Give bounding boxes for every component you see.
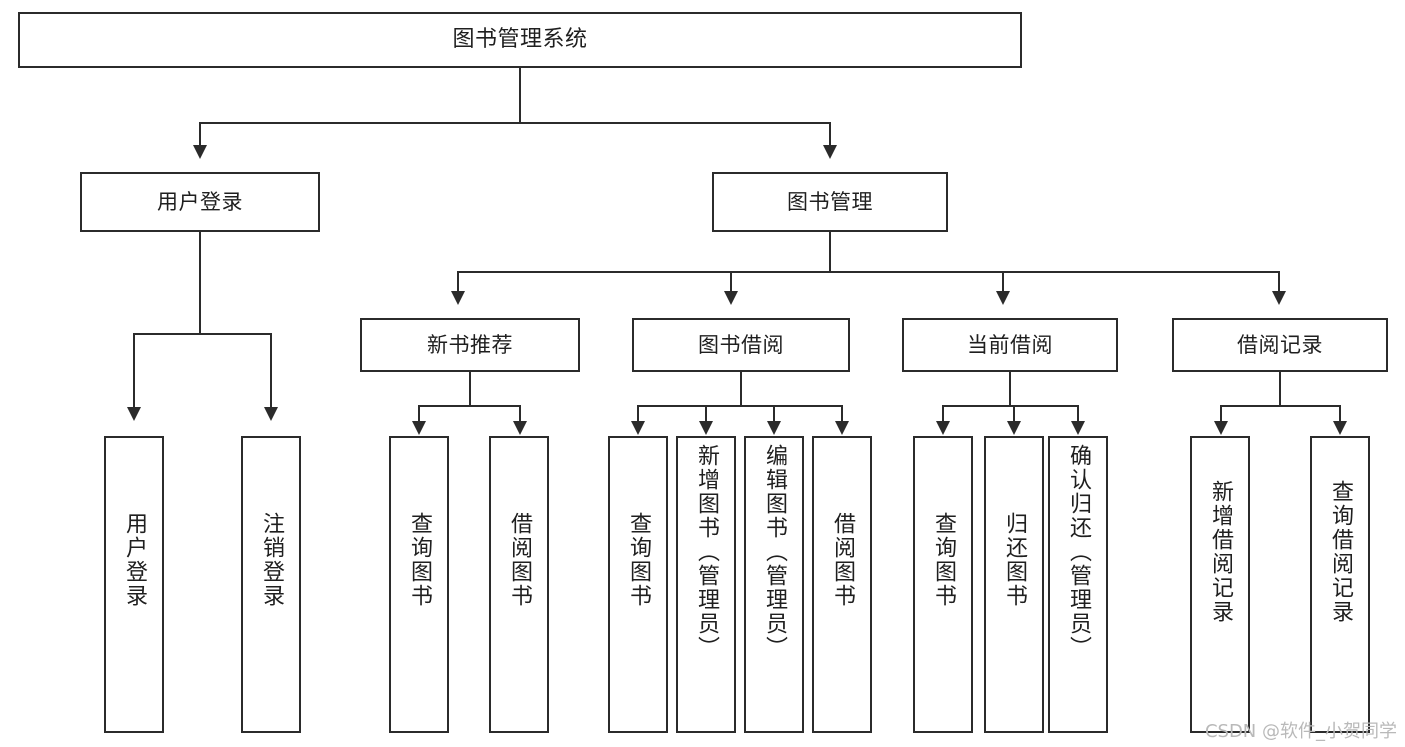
connector-book-borrow-leaf-2 <box>705 405 707 423</box>
connector-current-borrow-stem <box>1009 372 1011 406</box>
node-label: 注销登录 <box>259 512 284 608</box>
node-label: 新增图书（管理员） <box>694 444 719 660</box>
arrowhead-to-current-borrow <box>996 291 1010 305</box>
node-label: 归还图书 <box>1002 512 1027 608</box>
leaf-current-borrow-query-book[interactable]: 查询图书 <box>913 436 973 733</box>
connector-current-borrow-leaf-2 <box>1013 405 1015 423</box>
arrowhead-user-login-leaf-2 <box>264 407 278 421</box>
node-root-book-management-system[interactable]: 图书管理系统 <box>18 12 1022 68</box>
node-label: 用户登录 <box>122 512 147 608</box>
connector-current-borrow-split-bar <box>942 405 1079 407</box>
connector-new-book-recommend-stem <box>469 372 471 406</box>
arrowhead-current-borrow-leaf-1 <box>936 421 950 435</box>
leaf-borrow-record-query-record[interactable]: 查询借阅记录 <box>1310 436 1370 733</box>
arrowhead-to-new-book-recommend <box>451 291 465 305</box>
node-label: 查询图书 <box>626 512 651 608</box>
watermark-text: CSDN @软件_小贺同学 <box>1204 721 1397 742</box>
node-label: 确认归还（管理员） <box>1066 444 1091 660</box>
node-book-borrow[interactable]: 图书借阅 <box>632 318 850 372</box>
connector-user-login-stem <box>199 232 201 334</box>
connector-to-user-login <box>199 122 201 147</box>
leaf-book-borrow-borrow-book[interactable]: 借阅图书 <box>812 436 872 733</box>
node-label: 新增借阅记录 <box>1208 480 1233 624</box>
node-label: 图书借阅 <box>698 332 784 357</box>
leaf-book-borrow-add-book-admin[interactable]: 新增图书（管理员） <box>676 436 736 733</box>
connector-borrow-record-leaf-1 <box>1220 405 1222 423</box>
node-label: 编辑图书（管理员） <box>762 444 787 660</box>
connector-borrow-record-stem <box>1279 372 1281 406</box>
arrowhead-book-borrow-leaf-3 <box>767 421 781 435</box>
leaf-user-login-login[interactable]: 用户登录 <box>104 436 164 733</box>
connector-new-book-recommend-split-bar <box>418 405 521 407</box>
node-book-management[interactable]: 图书管理 <box>712 172 948 232</box>
connector-new-book-recommend-leaf-2 <box>519 405 521 423</box>
leaf-book-borrow-edit-book-admin[interactable]: 编辑图书（管理员） <box>744 436 804 733</box>
connector-book-borrow-leaf-4 <box>841 405 843 423</box>
node-label: 查询图书 <box>407 512 432 608</box>
leaf-book-borrow-query-book[interactable]: 查询图书 <box>608 436 668 733</box>
connector-to-current-borrow <box>1002 271 1004 293</box>
node-current-borrow[interactable]: 当前借阅 <box>902 318 1118 372</box>
connector-user-login-leaf-1 <box>133 333 135 409</box>
connector-book-borrow-leaf-1 <box>637 405 639 423</box>
arrowhead-current-borrow-leaf-2 <box>1007 421 1021 435</box>
node-label: 借阅图书 <box>830 512 855 608</box>
connector-book-borrow-split-bar <box>637 405 843 407</box>
leaf-borrow-record-add-record[interactable]: 新增借阅记录 <box>1190 436 1250 733</box>
arrowhead-borrow-record-leaf-1 <box>1214 421 1228 435</box>
arrowhead-to-borrow-record <box>1272 291 1286 305</box>
connector-current-borrow-leaf-1 <box>942 405 944 423</box>
arrowhead-book-borrow-leaf-2 <box>699 421 713 435</box>
arrowhead-user-login-leaf-1 <box>127 407 141 421</box>
arrowhead-current-borrow-leaf-3 <box>1071 421 1085 435</box>
leaf-new-book-recommend-borrow-book[interactable]: 借阅图书 <box>489 436 549 733</box>
connector-to-book-management <box>829 122 831 147</box>
arrowhead-borrow-record-leaf-2 <box>1333 421 1347 435</box>
node-user-login[interactable]: 用户登录 <box>80 172 320 232</box>
node-label: 查询图书 <box>931 512 956 608</box>
arrowhead-to-user-login <box>193 145 207 159</box>
arrowhead-to-book-management <box>823 145 837 159</box>
leaf-new-book-recommend-query-book[interactable]: 查询图书 <box>389 436 449 733</box>
connector-book-borrow-stem <box>740 372 742 406</box>
node-label: 查询借阅记录 <box>1328 480 1353 624</box>
arrowhead-to-book-borrow <box>724 291 738 305</box>
node-label: 新书推荐 <box>427 332 513 357</box>
connector-book-management-stem <box>829 232 831 272</box>
leaf-user-login-logout[interactable]: 注销登录 <box>241 436 301 733</box>
connector-borrow-record-leaf-2 <box>1339 405 1341 423</box>
node-label: 用户登录 <box>157 189 243 214</box>
connector-current-borrow-leaf-3 <box>1077 405 1079 423</box>
connector-root-split-bar <box>199 122 831 124</box>
connector-to-book-borrow <box>730 271 732 293</box>
connector-borrow-record-split-bar <box>1220 405 1341 407</box>
connector-book-borrow-leaf-3 <box>773 405 775 423</box>
connector-root-stem <box>519 68 521 123</box>
node-borrow-record[interactable]: 借阅记录 <box>1172 318 1388 372</box>
connector-user-login-split-bar <box>133 333 272 335</box>
node-label: 借阅图书 <box>507 512 532 608</box>
connector-to-borrow-record <box>1278 271 1280 293</box>
connector-to-new-book-recommend <box>457 271 459 293</box>
connector-new-book-recommend-leaf-1 <box>418 405 420 423</box>
leaf-current-borrow-return-book[interactable]: 归还图书 <box>984 436 1044 733</box>
arrowhead-book-borrow-leaf-1 <box>631 421 645 435</box>
node-label: 当前借阅 <box>967 332 1053 357</box>
connector-level3-split-bar <box>457 271 1280 273</box>
leaf-current-borrow-confirm-return-admin[interactable]: 确认归还（管理员） <box>1048 436 1108 733</box>
arrowhead-new-book-recommend-leaf-2 <box>513 421 527 435</box>
node-new-book-recommend[interactable]: 新书推荐 <box>360 318 580 372</box>
arrowhead-book-borrow-leaf-4 <box>835 421 849 435</box>
connector-user-login-leaf-2 <box>270 333 272 409</box>
node-label: 借阅记录 <box>1237 332 1323 357</box>
arrowhead-new-book-recommend-leaf-1 <box>412 421 426 435</box>
node-label: 图书管理 <box>787 189 873 214</box>
node-label: 图书管理系统 <box>452 27 588 53</box>
